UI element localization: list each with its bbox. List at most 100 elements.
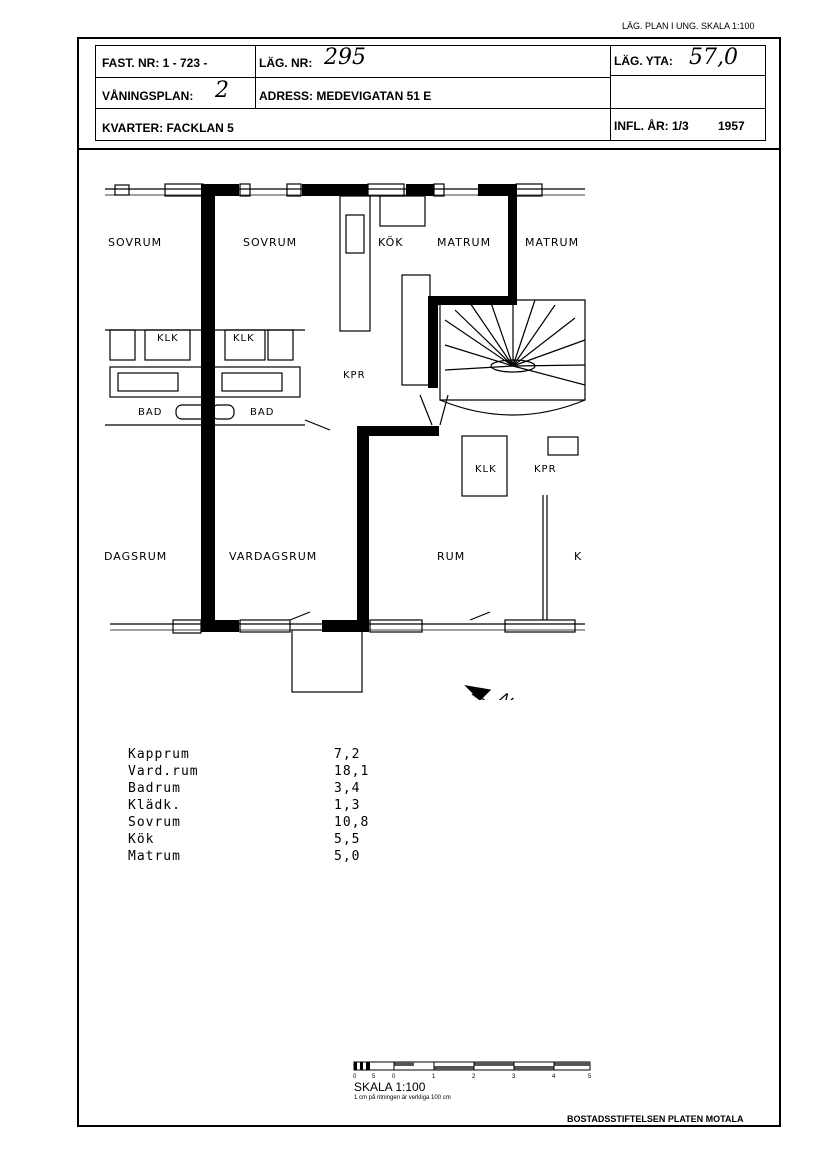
- window: [367, 183, 405, 197]
- room-label-kpr-2: KPR: [534, 464, 557, 475]
- header-divider: [610, 45, 611, 141]
- room-label-vardagsrum: VARDAGSRUM: [229, 550, 318, 563]
- infl-label: INFL. ÅR: 1/3: [614, 119, 689, 133]
- door-swing: [439, 394, 449, 426]
- area-value: 10,8: [334, 815, 370, 830]
- window: [515, 183, 543, 197]
- area-value: 7,2: [334, 747, 361, 762]
- area-name: Kök: [128, 832, 155, 847]
- area-name: Badrum: [128, 781, 181, 796]
- bearing-wall-kpr: [357, 426, 369, 632]
- area-row: Kapprum 7,2: [128, 746, 369, 763]
- scale-title: SKALA 1:100: [354, 1080, 426, 1094]
- bearing-wall-bottom: [322, 620, 369, 632]
- room-label-dagsrum: DAGSRUM: [104, 550, 168, 563]
- north-arrow-head: [464, 685, 492, 700]
- north-arrow-line: [467, 687, 486, 700]
- bearing-wall-top: [478, 184, 516, 196]
- north-label: Norr: [496, 690, 532, 700]
- header-divider: [95, 108, 611, 109]
- bearing-wall-top: [302, 184, 368, 196]
- closet: [109, 329, 136, 361]
- kpr-fixture: [547, 436, 579, 456]
- room-label-kpr-main: KPR: [343, 370, 366, 381]
- area-name: Klädk.: [128, 798, 181, 813]
- area-value: 3,4: [334, 781, 361, 796]
- closet: [144, 329, 191, 361]
- window: [286, 183, 302, 197]
- door-swing: [304, 419, 331, 431]
- closet: [224, 329, 266, 361]
- bearing-wall-stair: [428, 296, 517, 305]
- vaningsplan-label: VÅNINGSPLAN:: [102, 89, 194, 103]
- door-swing: [469, 611, 491, 621]
- kitchen-counter: [339, 195, 371, 332]
- header-divider: [255, 45, 256, 108]
- scale-tick: 0: [353, 1074, 357, 1080]
- area-value: 5,5: [334, 832, 361, 847]
- door-swing: [419, 394, 433, 426]
- room-label-sovrum-mid: SOVRUM: [243, 236, 298, 249]
- header-divider: [610, 75, 766, 76]
- kitchen-cabinet: [379, 195, 426, 227]
- kvarter-label: KVARTER: FACKLAN 5: [102, 121, 234, 135]
- adress-label: ADRESS: MEDEVIGATAN 51 E: [259, 89, 432, 103]
- room-label-matrum-2: MATRUM: [525, 236, 580, 249]
- closet: [267, 329, 294, 361]
- balcony: [291, 629, 363, 693]
- bearing-wall-bottom: [201, 620, 239, 632]
- lag-nr-label: LÄG. NR:: [259, 56, 313, 70]
- header-rule: [77, 148, 781, 150]
- window: [369, 619, 423, 633]
- scale-note: 1 cm på ritningen är verkliga 100 cm: [354, 1095, 451, 1101]
- window: [114, 184, 130, 196]
- room-label-klk-3: KLK: [475, 464, 497, 475]
- room-label-k-partial: K: [574, 550, 583, 563]
- scale-tick: 5: [372, 1074, 376, 1080]
- room-label-klk-1: KLK: [157, 333, 179, 344]
- scale-tick: 1: [432, 1074, 436, 1080]
- area-row: Badrum 3,4: [128, 780, 369, 797]
- area-value: 18,1: [334, 764, 370, 779]
- bearing-wall-top: [406, 184, 434, 196]
- bearing-wall-stair: [508, 184, 517, 300]
- klk-room: [461, 435, 508, 497]
- window: [239, 619, 291, 633]
- bathtub: [117, 372, 179, 392]
- landing: [439, 399, 586, 416]
- scale-tick: 3: [512, 1074, 516, 1080]
- window: [504, 619, 576, 633]
- area-row: Kök 5,5: [128, 831, 369, 848]
- lag-nr-value: 295: [324, 45, 366, 70]
- scale-tick: 0: [392, 1074, 396, 1080]
- lag-yta-label: LÄG. YTA:: [614, 54, 673, 68]
- window: [172, 619, 202, 634]
- scale-tick: 5: [588, 1074, 592, 1080]
- header-box: [95, 45, 766, 141]
- bearing-wall-main: [201, 184, 215, 632]
- bearing-wall-kpr: [357, 426, 439, 436]
- room-label-bad-2: BAD: [250, 407, 275, 418]
- vaningsplan-value: 2: [215, 78, 229, 103]
- scale-tick: 2: [472, 1074, 476, 1080]
- window: [164, 183, 204, 197]
- kitchen-cabinet: [401, 274, 431, 386]
- room-label-kok: KÖK: [378, 236, 404, 249]
- stove: [345, 214, 365, 254]
- fast-nr-label: FAST. NR: 1 - 723 -: [102, 56, 208, 70]
- scale-tick: 4: [552, 1074, 556, 1080]
- floor-plan: Norr: [105, 183, 586, 700]
- room-label-klk-2: KLK: [233, 333, 255, 344]
- page-frame: [77, 37, 781, 1127]
- lag-yta-value: 57,0: [689, 45, 738, 70]
- bathtub: [221, 372, 283, 392]
- window: [239, 183, 251, 197]
- door-swing: [289, 611, 311, 621]
- infl-year: 1957: [718, 119, 745, 133]
- room-label-rum: RUM: [437, 550, 466, 563]
- area-value: 5,0: [334, 849, 361, 864]
- area-name: Kapprum: [128, 747, 190, 762]
